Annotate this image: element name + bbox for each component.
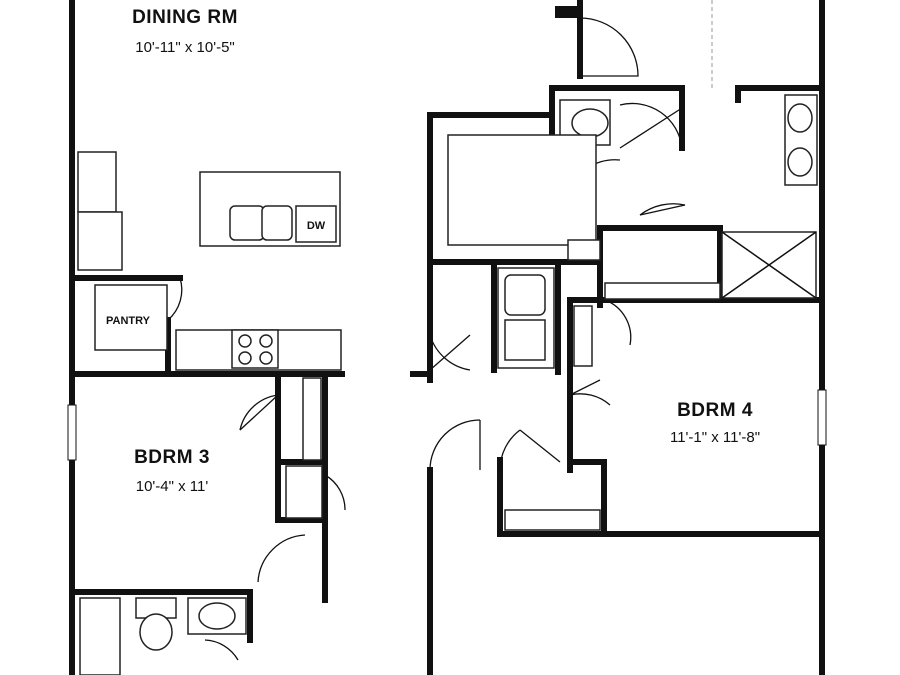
dishwasher (295, 205, 337, 243)
room-dims-dining: 10'-11" x 10'-5" (135, 39, 235, 56)
room-dims-bdrm3: 10'-4" x 11' (136, 478, 209, 495)
refrigerator (77, 151, 117, 213)
sink-bowl-left (229, 205, 265, 241)
windows (67, 389, 827, 461)
tub-ledge (567, 239, 601, 261)
closet-shelf (573, 305, 593, 367)
room-dims-bdrm4: 11'-1" x 11'-8" (670, 429, 760, 446)
closet-shelf (285, 465, 323, 519)
bathtub (447, 134, 597, 246)
room-name-dining: DINING RM (132, 7, 238, 28)
doors (167, 17, 686, 661)
pantry-shelf (94, 284, 168, 351)
dishwasher-label: DW (307, 220, 326, 232)
linen-shelf (604, 282, 721, 300)
room-name-bdrm3: BDRM 3 (134, 447, 210, 468)
range-hood (77, 211, 123, 271)
walls (69, 0, 825, 675)
pantry-label: PANTRY (106, 315, 151, 327)
toilet-bowl (139, 613, 173, 651)
closet-shelf (302, 377, 322, 461)
closet-shelf (504, 509, 601, 531)
bathtub (79, 597, 121, 675)
sink-bowl-right (261, 205, 293, 241)
fixtures (77, 94, 818, 675)
room-name-bdrm4: BDRM 4 (677, 400, 753, 421)
room-labels: DINING RM 10'-11" x 10'-5" BDRM 3 10'-4"… (106, 7, 760, 495)
